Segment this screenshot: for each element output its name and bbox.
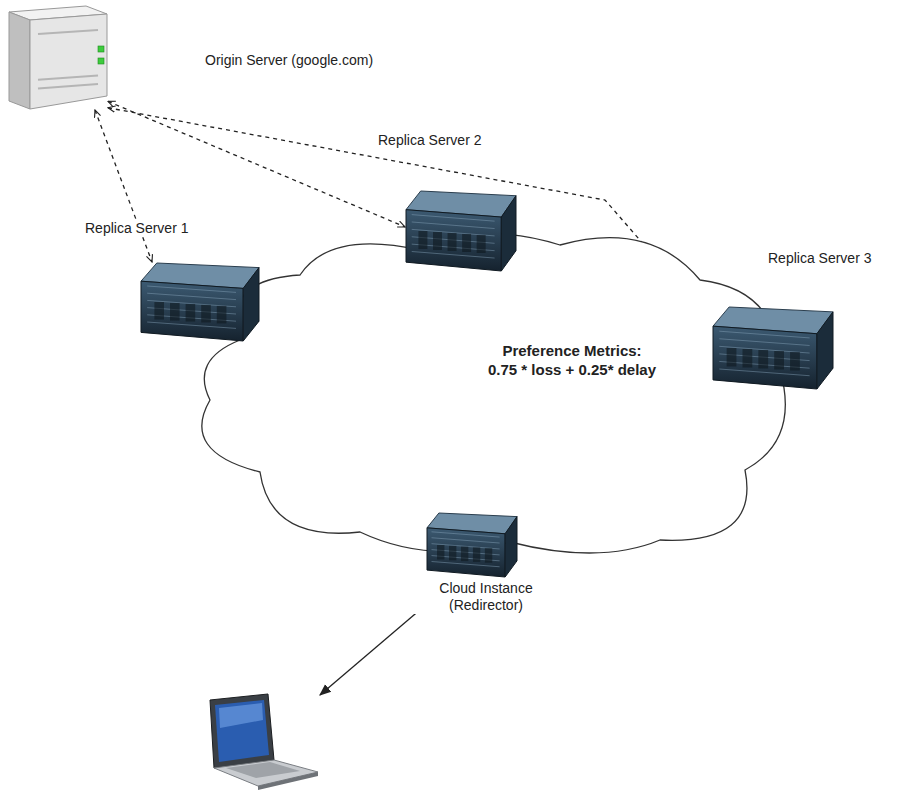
dashed-link xyxy=(108,101,405,226)
origin-server: Origin Server (google.com) xyxy=(8,2,108,110)
dashed-link xyxy=(95,110,152,262)
cloud-outline xyxy=(180,220,800,565)
laptop-icon xyxy=(210,694,318,790)
metric-text: Preference Metrics: 0.75 * loss + 0.25* … xyxy=(487,341,657,379)
replica-server: Replica Server 3 xyxy=(712,306,834,390)
network-cloud: Preference Metrics: 0.75 * loss + 0.25* … xyxy=(180,220,800,565)
server-label: Replica Server 3 xyxy=(766,250,874,267)
laptop-link xyxy=(320,603,428,695)
replica-server: Replica Server 2 xyxy=(405,190,517,272)
server-label: Replica Server 1 xyxy=(83,220,191,237)
tower-server-icon xyxy=(8,2,108,110)
rack-server-icon xyxy=(405,190,517,272)
server-label: Replica Server 2 xyxy=(376,132,484,149)
server-label: Origin Server (google.com) xyxy=(203,52,375,69)
rack-server-icon xyxy=(712,306,834,390)
replica-server: Replica Server 1 xyxy=(140,262,260,342)
redirector-server: Cloud Instance (Redirector) xyxy=(426,512,518,578)
rack-server-icon xyxy=(426,512,518,578)
server-label: Cloud Instance (Redirector) xyxy=(414,580,558,614)
rack-server-icon xyxy=(140,262,260,342)
